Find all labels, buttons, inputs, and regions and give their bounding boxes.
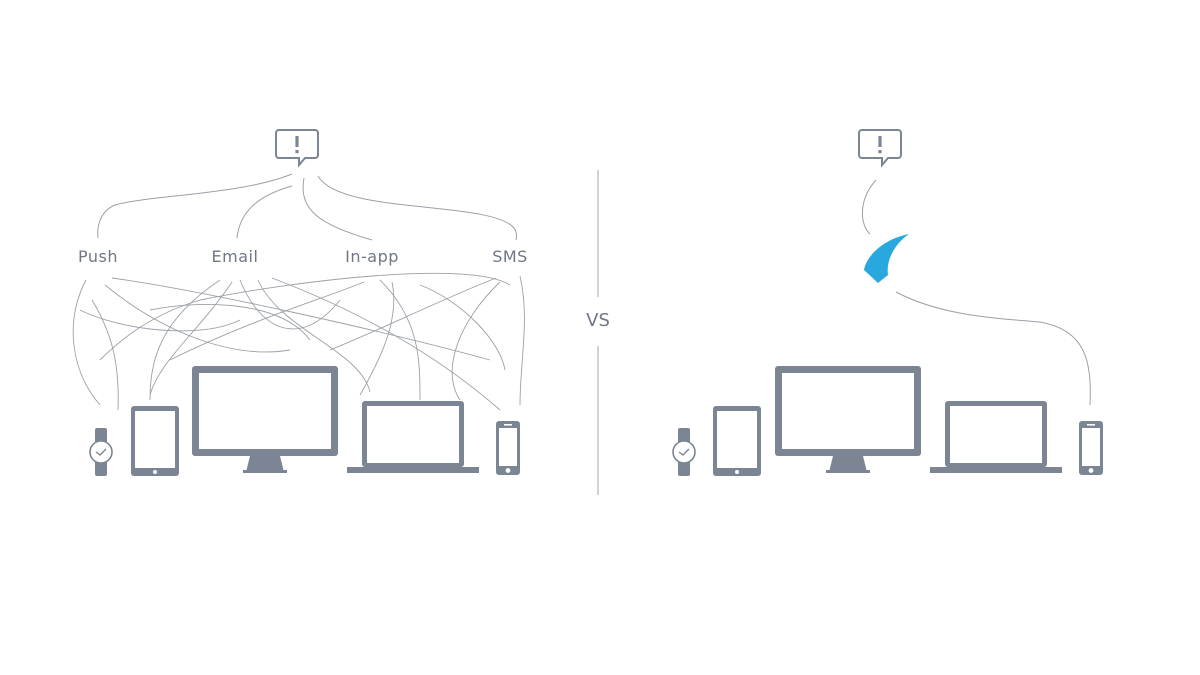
monitor-icon (192, 366, 338, 473)
channel-label-push: Push (78, 247, 118, 266)
vs-label: VS (586, 310, 610, 331)
laptop-icon (930, 401, 1062, 473)
connector-line (861, 179, 877, 235)
connector-line (895, 291, 1091, 406)
left-panel (72, 129, 525, 477)
channel-connector-lines (97, 173, 518, 241)
phone-icon (496, 421, 520, 475)
alert-bubble-icon (858, 129, 902, 166)
channel-label-sms: SMS (492, 247, 528, 266)
alert-bubble-icon (275, 129, 319, 166)
tablet-icon (713, 406, 761, 476)
watch-icon (89, 427, 113, 477)
laptop-icon (347, 401, 479, 473)
monitor-icon (775, 366, 921, 473)
right-panel (672, 129, 1103, 477)
fin-logo-icon (864, 234, 909, 283)
phone-icon (1079, 421, 1103, 475)
device-tangle-lines (72, 272, 525, 411)
tablet-icon (131, 406, 179, 476)
channel-label-email: Email (211, 247, 259, 266)
channel-label-in-app: In-app (345, 247, 399, 266)
watch-icon (672, 427, 696, 477)
